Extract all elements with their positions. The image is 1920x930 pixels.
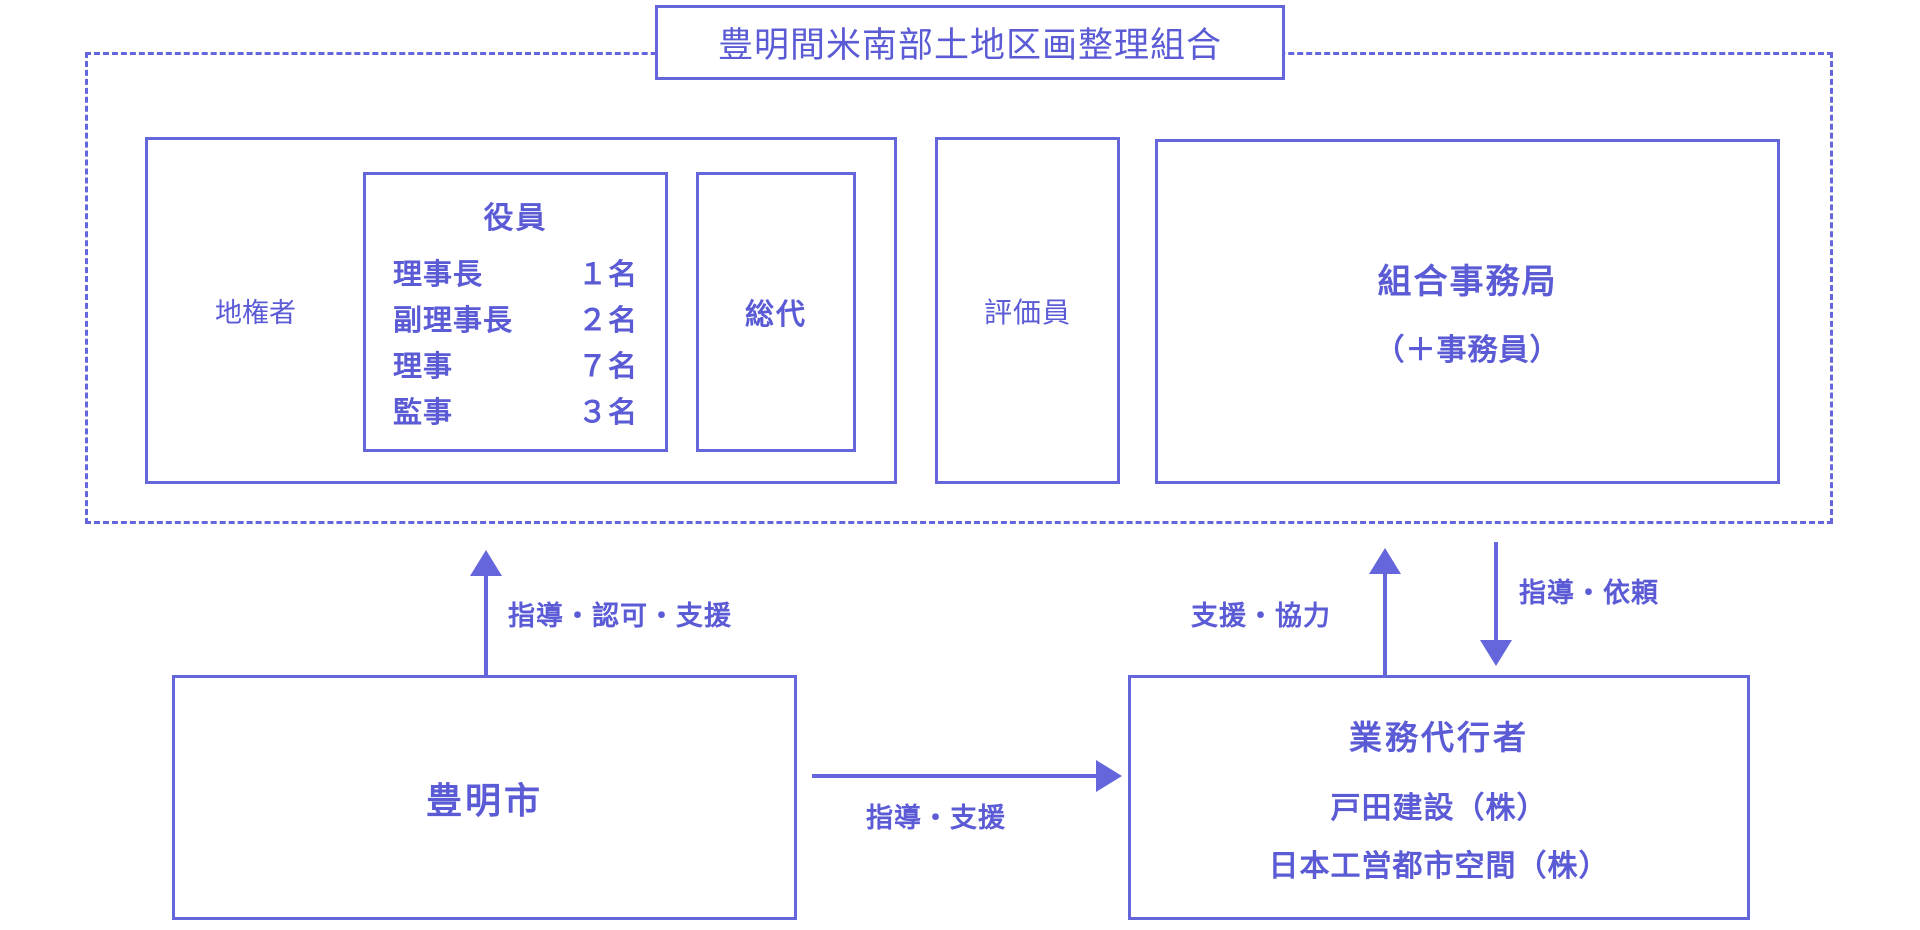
landowners-label: 地権者 [215,298,296,328]
agent-box: 業務代行者 戸田建設（株） 日本工営都市空間（株） [1128,675,1750,920]
agent-title: 業務代行者 [1349,718,1529,756]
officer-row: 副理事長 ２名 [393,297,638,339]
arrow-head-right-city-to-agent [1096,760,1122,792]
arrow-head-up-agent [1369,548,1401,574]
officer-role: 副理事長 [393,305,514,337]
officers-list: 理事長 １名 副理事長 ２名 理事 ７名 監事 ３名 [393,251,638,431]
officer-role: 監事 [393,397,454,429]
arrow-shaft-secretariat [1494,542,1498,642]
arrow-head-down-secretariat [1480,640,1512,666]
officer-role: 理事 [393,351,454,383]
arrow-label-city-to-association: 指導・認可・支援 [508,601,732,631]
arrow-label-city-to-agent: 指導・支援 [866,803,1006,833]
officer-role: 理事長 [393,259,484,291]
officer-count: ７名 [577,351,638,383]
officer-row: 理事 ７名 [393,343,638,385]
secretariat-title: 組合事務局 [1377,263,1558,301]
arrow-shaft-city-to-agent [812,774,1099,778]
association-members-group: 地権者 役員 理事長 １名 副理事長 ２名 理事 ７名 監事 ３名 [145,137,897,484]
officer-count: ３名 [577,397,638,429]
arrow-head-up-city [470,550,502,576]
arrow-label-agent-to-association: 支援・協力 [1191,601,1331,631]
secretariat-box: 組合事務局 （＋事務員） [1155,139,1780,484]
secretariat-subtitle: （＋事務員） [1374,334,1561,367]
officer-count: １名 [577,259,638,291]
agent-company: 戸田建設（株） [1330,791,1548,825]
agent-company: 日本工営都市空間（株） [1268,849,1610,883]
arrow-shaft-city [484,574,488,676]
city-label: 豊明市 [425,779,543,821]
officers-title: 役員 [483,202,548,235]
delegates-box: 総代 [696,172,856,452]
city-box: 豊明市 [172,675,797,920]
officer-row: 理事長 １名 [393,251,638,293]
delegates-label: 総代 [744,299,807,331]
arrow-label-association-to-agent: 指導・依頼 [1519,578,1659,608]
appraisers-box: 評価員 [935,137,1120,484]
arrow-shaft-agent [1383,572,1387,676]
association-title: 豊明間米南部土地区画整理組合 [655,5,1285,80]
officer-row: 監事 ３名 [393,389,638,431]
landowners-box: 地権者 [148,140,363,481]
appraisers-label: 評価員 [983,296,1071,328]
officer-count: ２名 [577,305,638,337]
officers-box: 役員 理事長 １名 副理事長 ２名 理事 ７名 監事 ３名 [363,172,668,452]
